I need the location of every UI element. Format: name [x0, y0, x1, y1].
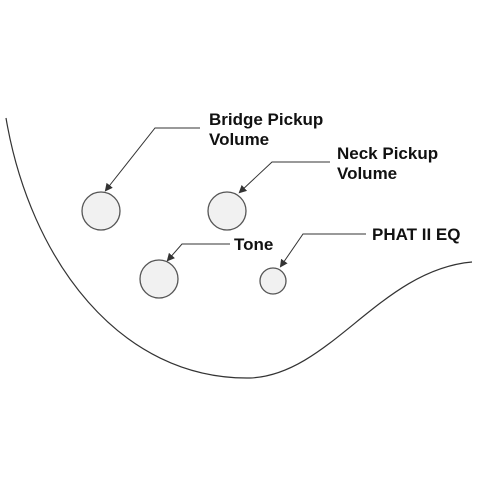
neck-pickup-volume-label: Neck Pickup Volume: [337, 144, 443, 183]
neck-volume-leader: [238, 161, 330, 194]
tone-knob[interactable]: [139, 259, 179, 299]
bridge-label-line-2: Volume: [209, 130, 269, 149]
bridge-pickup-volume-knob[interactable]: [81, 191, 121, 231]
phat-ii-eq-label: PHAT II EQ: [372, 225, 460, 244]
body-outline: [5, 117, 473, 379]
neck-label-line-2: Volume: [337, 164, 397, 183]
bridge-label-line-1: Bridge Pickup: [209, 110, 323, 129]
phat-ii-eq-knob[interactable]: [259, 267, 287, 295]
neck-label-line-1: Neck Pickup: [337, 144, 438, 163]
neck-pickup-volume-knob[interactable]: [207, 191, 247, 231]
phat-eq-leader: [279, 233, 366, 268]
bridge-pickup-volume-label: Bridge Pickup Volume: [209, 110, 328, 149]
tone-label: Tone: [234, 235, 273, 254]
bridge-volume-leader: [104, 127, 200, 192]
tone-leader: [166, 243, 230, 262]
